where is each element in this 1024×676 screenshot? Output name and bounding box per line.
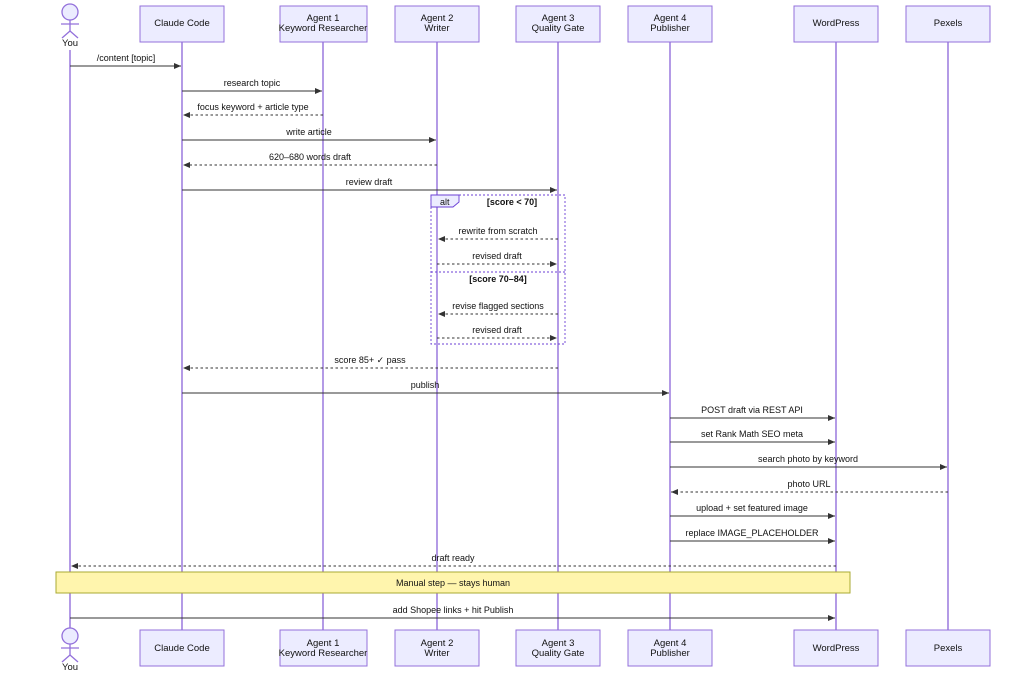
alt-frame xyxy=(430,194,566,345)
message-label: search photo by keyword xyxy=(758,454,858,464)
participant-label: WordPress xyxy=(813,18,860,29)
message-label: add Shopee links + hit Publish xyxy=(393,605,514,615)
participant-label: Agent 3 xyxy=(542,13,575,24)
actor-head-icon xyxy=(61,3,79,21)
participant-label: Agent 1 xyxy=(307,638,340,649)
participants-top: Claude Code Agent 1 Keyword Researcher A… xyxy=(139,5,991,43)
message-label: photo URL xyxy=(787,479,830,489)
message-label: draft ready xyxy=(431,553,475,563)
participant-pexels-bottom: Pexels xyxy=(905,629,991,667)
message-label: focus keyword + article type xyxy=(197,102,308,112)
participant-agent-1: Agent 1 Keyword Researcher xyxy=(279,5,368,43)
participant-sublabel: Quality Gate xyxy=(532,648,585,659)
participant-label: Agent 2 xyxy=(421,638,454,649)
participant-agent-3-bottom: Agent 3 Quality Gate xyxy=(515,629,601,667)
message-label: publish xyxy=(411,380,440,390)
participant-sublabel: Publisher xyxy=(650,23,690,34)
alt-label: alt xyxy=(440,197,450,207)
participant-sublabel: Publisher xyxy=(650,648,690,659)
alt-condition-2: [score 70–84] xyxy=(469,274,527,284)
actor-head-icon xyxy=(61,627,79,645)
participant-agent-4-bottom: Agent 4 Publisher xyxy=(627,629,713,667)
message-label: POST draft via REST API xyxy=(701,405,803,415)
alt-condition-1: [score < 70] xyxy=(487,197,537,207)
participant-claude-code-bottom: Claude Code xyxy=(139,629,225,667)
participant-label: Agent 2 xyxy=(421,13,454,24)
message-label: 620–680 words draft xyxy=(269,152,352,162)
participant-label: Agent 3 xyxy=(542,638,575,649)
actor-you-bottom: You xyxy=(61,627,79,673)
note-text: Manual step — stays human xyxy=(396,578,510,588)
actor-you-top: You xyxy=(61,3,79,49)
participant-label: WordPress xyxy=(813,643,860,654)
participant-label: Claude Code xyxy=(154,18,209,29)
participant-agent-3: Agent 3 Quality Gate xyxy=(515,5,601,43)
message-label: write article xyxy=(285,127,332,137)
message-label: research topic xyxy=(224,78,281,88)
participant-wordpress-bottom: WordPress xyxy=(793,629,879,667)
manual-step-note: Manual step — stays human xyxy=(55,571,851,594)
messages: /content [topic] research topic focus ke… xyxy=(70,53,948,621)
participant-label: Agent 4 xyxy=(654,638,687,649)
participant-agent-2: Agent 2 Writer xyxy=(394,5,480,43)
participant-sublabel: Quality Gate xyxy=(532,23,585,34)
participants-bottom: Claude Code Agent 1 Keyword Researcher A… xyxy=(139,629,991,667)
participant-label: Agent 4 xyxy=(654,13,687,24)
participant-label: Agent 1 xyxy=(307,13,340,24)
participant-label: Pexels xyxy=(934,643,963,654)
message-label: set Rank Math SEO meta xyxy=(701,429,803,439)
participant-sublabel: Keyword Researcher xyxy=(279,648,368,659)
message-label: rewrite from scratch xyxy=(458,226,537,236)
message-label: upload + set featured image xyxy=(696,503,808,513)
message-label: revise flagged sections xyxy=(452,301,544,311)
message-label: revised draft xyxy=(472,251,522,261)
actor-label-bottom: You xyxy=(62,662,78,673)
message-label: /content [topic] xyxy=(97,53,156,63)
lifelines xyxy=(69,42,949,630)
message-label: review draft xyxy=(346,177,393,187)
participant-label: Pexels xyxy=(934,18,963,29)
participant-pexels: Pexels xyxy=(905,5,991,43)
message-label: score 85+ ✓ pass xyxy=(334,355,406,365)
participant-agent-2-bottom: Agent 2 Writer xyxy=(394,629,480,667)
message-label: replace IMAGE_PLACEHOLDER xyxy=(685,528,819,538)
participant-sublabel: Keyword Researcher xyxy=(279,23,368,34)
alt-fragment: alt [score < 70] [score 70–84] xyxy=(430,194,566,345)
participant-sublabel: Writer xyxy=(424,648,449,659)
participant-claude-code: Claude Code xyxy=(139,5,225,43)
participant-agent-4: Agent 4 Publisher xyxy=(627,5,713,43)
participant-wordpress: WordPress xyxy=(793,5,879,43)
alt-label-box xyxy=(430,194,460,208)
participant-agent-1-bottom: Agent 1 Keyword Researcher xyxy=(279,629,368,667)
participant-label: Claude Code xyxy=(154,643,209,654)
participant-sublabel: Writer xyxy=(424,23,449,34)
actor-label-top: You xyxy=(62,38,78,49)
message-label: revised draft xyxy=(472,325,522,335)
